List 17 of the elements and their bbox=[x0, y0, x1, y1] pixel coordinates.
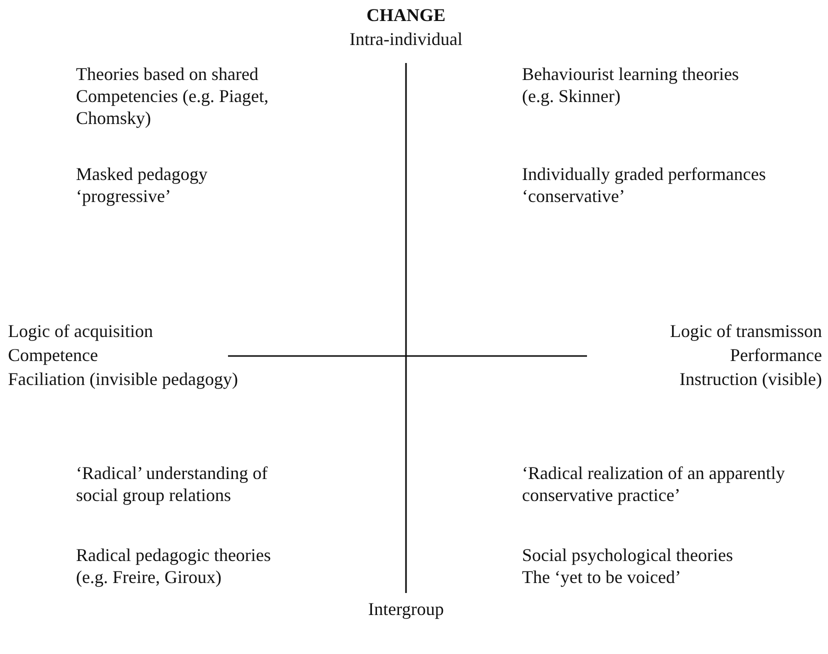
axis-label: Intergroup bbox=[367, 598, 445, 620]
quadrant-note: ‘Radical’ understanding of social group relations bbox=[76, 462, 269, 506]
quadrant-note: Individually graded performances ‘conservative’ bbox=[522, 163, 767, 207]
quadrant-note: Radical pedagogic theories (e.g. Freire, Giroux) bbox=[76, 544, 272, 588]
axis-label: Logic of transmisson bbox=[670, 320, 822, 342]
quadrant-note: Masked pedagogy ‘progressive’ bbox=[76, 163, 208, 207]
axis-label: Competence bbox=[8, 344, 98, 366]
axis-label: Intra-individual bbox=[348, 28, 464, 50]
axis-label: Instruction (visible) bbox=[680, 368, 822, 390]
quadrant-note: Behaviourist learning theories (e.g. Skinner) bbox=[522, 63, 740, 107]
quadrant-note: ‘Radical realization of an apparently conservative practice’ bbox=[522, 462, 786, 506]
heading: CHANGE bbox=[365, 4, 446, 26]
axis-label: Faciliation (invisible pedagogy) bbox=[8, 368, 238, 390]
axis-label: Logic of acquisition bbox=[8, 320, 153, 342]
quadrant-note: Theories based on shared Competencies (e.g. Piaget, Chomsky) bbox=[76, 63, 270, 129]
axis-label: Performance bbox=[730, 344, 822, 366]
quadrant-note: Social psychological theories The ‘yet to be voiced’ bbox=[522, 544, 734, 588]
